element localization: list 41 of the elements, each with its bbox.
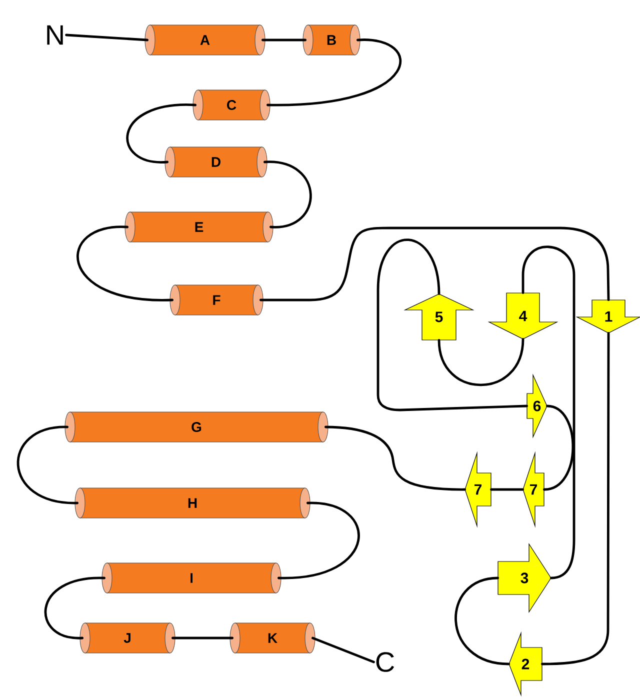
helix-cylinder: K (230, 622, 316, 654)
helix-cylinder: I (102, 562, 282, 594)
beta-strand: 2 (508, 631, 542, 697)
loop-line (541, 332, 610, 666)
loop-line (454, 576, 510, 666)
loop-line (266, 38, 402, 106)
loop-line (543, 404, 574, 491)
beta-strand: 7 (464, 451, 492, 528)
terminus-label: N (47, 25, 63, 45)
beta-strand: 1 (576, 300, 640, 334)
loop-line (324, 426, 466, 491)
loop-line (376, 238, 528, 412)
terminus-label: C (376, 652, 394, 672)
helix-cylinder: J (80, 622, 176, 654)
beta-strand: 5 (404, 294, 474, 340)
helix-cylinder: A (144, 24, 266, 56)
loop-line (264, 160, 312, 228)
loop-line (172, 636, 234, 640)
beta-strand: 3 (498, 542, 552, 614)
loop-line (76, 226, 174, 302)
loop-line (278, 502, 360, 580)
beta-strand: 6 (526, 374, 548, 438)
loop-line (44, 576, 106, 640)
loop-line (16, 426, 78, 504)
helix-cylinder: E (124, 212, 274, 242)
loop-line (126, 104, 196, 164)
loop-line (490, 488, 524, 491)
helix-cylinder: F (170, 284, 264, 316)
helix-cylinder: H (74, 488, 310, 518)
helix-cylinder: D (164, 146, 268, 178)
loop-line (65, 34, 148, 42)
beta-strand: 7 (522, 451, 544, 528)
helix-cylinder: C (192, 90, 270, 120)
helix-cylinder: B (302, 24, 360, 56)
helix-cylinder: G (64, 412, 328, 442)
beta-strand: 4 (488, 292, 558, 340)
loop-line (262, 38, 306, 42)
loop-line (522, 246, 576, 580)
loop-line (438, 338, 524, 386)
loop-line (260, 226, 610, 302)
loop-line (312, 636, 375, 664)
